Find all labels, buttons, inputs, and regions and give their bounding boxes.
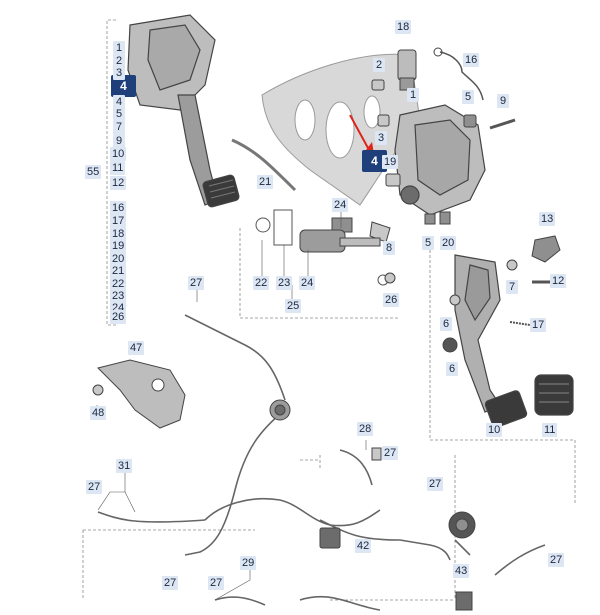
part-label: 24 <box>299 276 316 290</box>
part-label: 7 <box>506 280 518 294</box>
part-label: 5 <box>113 107 125 121</box>
plate-hole <box>325 101 355 159</box>
highlight-callout: 4 <box>362 150 387 172</box>
part-label: 20 <box>110 252 127 266</box>
part-label: 6 <box>440 317 452 331</box>
part-label: 22 <box>110 277 127 291</box>
hydraulic-lines <box>97 314 546 611</box>
part-label: 29 <box>240 556 257 570</box>
part-label: 16 <box>110 201 127 215</box>
part-label: 1 <box>407 88 419 102</box>
part-label: 5 <box>422 236 434 250</box>
part-label: 19 <box>110 239 127 253</box>
part-label: 27 <box>162 576 179 590</box>
part-label: 5 <box>462 90 474 104</box>
part-label: 13 <box>539 212 556 226</box>
plate-hole <box>363 95 381 129</box>
part-label: 8 <box>383 241 395 255</box>
part-label: 4 <box>113 95 125 109</box>
part-label: 22 <box>253 276 270 290</box>
part-label: 3 <box>113 66 125 80</box>
plate-hole <box>294 99 316 141</box>
brake-pedal-bracket <box>394 104 486 216</box>
clutch-pedal-assembly <box>127 14 240 208</box>
highlight-callout: 4 <box>111 75 136 97</box>
part-label: 27 <box>548 553 565 567</box>
part-label: 3 <box>375 131 387 145</box>
part-label: 42 <box>355 539 372 553</box>
brake-pedal-assembly <box>454 254 574 428</box>
part-label: 16 <box>463 53 480 67</box>
part-label: 18 <box>395 20 412 34</box>
part-label: 21 <box>110 264 127 278</box>
part-label: 9 <box>497 94 509 108</box>
part-label: 27 <box>86 480 103 494</box>
part-label: 10 <box>486 423 503 437</box>
part-label: 24 <box>332 198 349 212</box>
part-label: 26 <box>110 310 127 324</box>
part-label: 17 <box>530 318 547 332</box>
part-label: 11 <box>542 423 558 437</box>
part-label: 27 <box>427 477 444 491</box>
part-label: 23 <box>276 276 293 290</box>
lower-components <box>92 359 476 611</box>
part-label: 25 <box>285 299 302 313</box>
part-label: 27 <box>208 576 225 590</box>
part-label: 20 <box>440 236 457 250</box>
part-label: 27 <box>382 446 399 460</box>
part-label: 9 <box>113 134 125 148</box>
part-label: 27 <box>188 276 205 290</box>
part-label: 23 <box>110 289 127 303</box>
part-label: 26 <box>383 293 400 307</box>
part-label: 12 <box>550 274 567 288</box>
part-label: 48 <box>90 406 107 420</box>
part-label: 1 <box>113 41 125 55</box>
part-label: 12 <box>110 176 127 190</box>
part-label: 31 <box>116 459 133 473</box>
part-label: 21 <box>257 175 274 189</box>
part-label: 47 <box>128 341 145 355</box>
part-label: 19 <box>382 155 399 169</box>
part-label: 55 <box>85 165 102 179</box>
part-label: 43 <box>453 564 470 578</box>
part-label: 10 <box>110 147 127 161</box>
part-label: 2 <box>373 58 385 72</box>
part-label: 17 <box>110 214 127 228</box>
part-label: 11 <box>110 161 126 175</box>
part-label: 7 <box>113 120 125 134</box>
part-label: 6 <box>446 362 458 376</box>
part-label: 2 <box>113 54 125 68</box>
part-label: 18 <box>110 227 127 241</box>
part-label: 28 <box>357 422 374 436</box>
small-components <box>231 47 561 353</box>
